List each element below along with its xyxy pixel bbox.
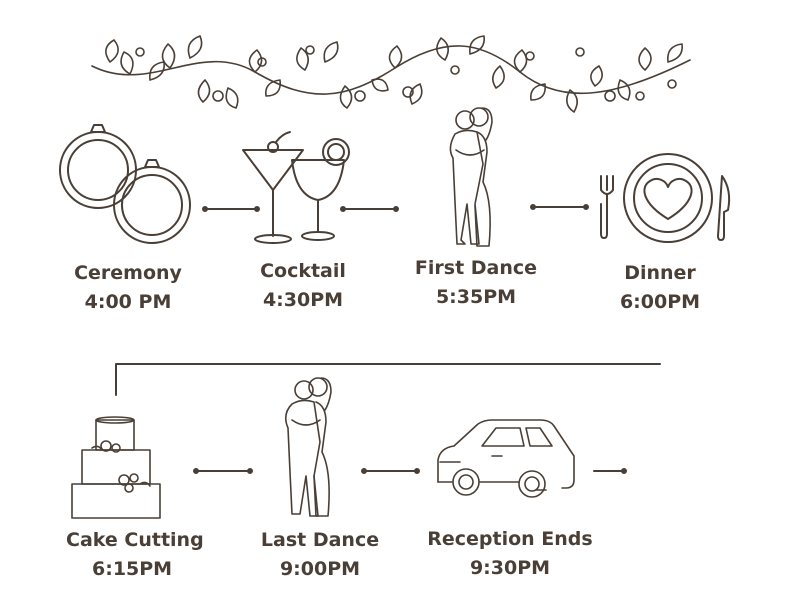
floral-garland-icon <box>92 36 690 112</box>
event-time: 6:15PM <box>40 560 240 579</box>
event-reception-ends: Reception Ends 9:30PM <box>400 530 620 578</box>
event-first-dance: First Dance 5:35PM <box>386 259 566 307</box>
connector-lines <box>116 205 660 473</box>
event-name: Last Dance <box>230 531 410 550</box>
wedding-cake-icon <box>72 417 160 518</box>
event-time: 9:00PM <box>230 560 410 579</box>
event-time: 4:00 PM <box>38 293 218 312</box>
event-name: First Dance <box>386 259 566 278</box>
event-name: Ceremony <box>38 264 218 283</box>
event-cocktail: Cocktail 4:30PM <box>213 262 393 310</box>
dancing-couple-icon <box>286 378 331 516</box>
event-time: 9:30PM <box>400 559 620 578</box>
event-time: 4:30PM <box>213 291 393 310</box>
wedding-rings-icon <box>60 125 190 243</box>
event-name: Cake Cutting <box>40 531 240 550</box>
event-dinner: Dinner 6:00PM <box>570 264 750 312</box>
car-icon <box>438 420 574 497</box>
event-name: Reception Ends <box>400 530 620 549</box>
event-time: 6:00PM <box>570 293 750 312</box>
event-name: Cocktail <box>213 262 393 281</box>
event-last-dance: Last Dance 9:00PM <box>230 531 410 579</box>
event-cake-cutting: Cake Cutting 6:15PM <box>40 531 240 579</box>
dancing-couple-icon <box>450 108 492 246</box>
cocktail-glasses-icon <box>243 132 349 243</box>
plate-fork-knife-icon <box>601 154 729 242</box>
event-ceremony: Ceremony 4:00 PM <box>38 264 218 312</box>
event-time: 5:35PM <box>386 288 566 307</box>
event-name: Dinner <box>570 264 750 283</box>
